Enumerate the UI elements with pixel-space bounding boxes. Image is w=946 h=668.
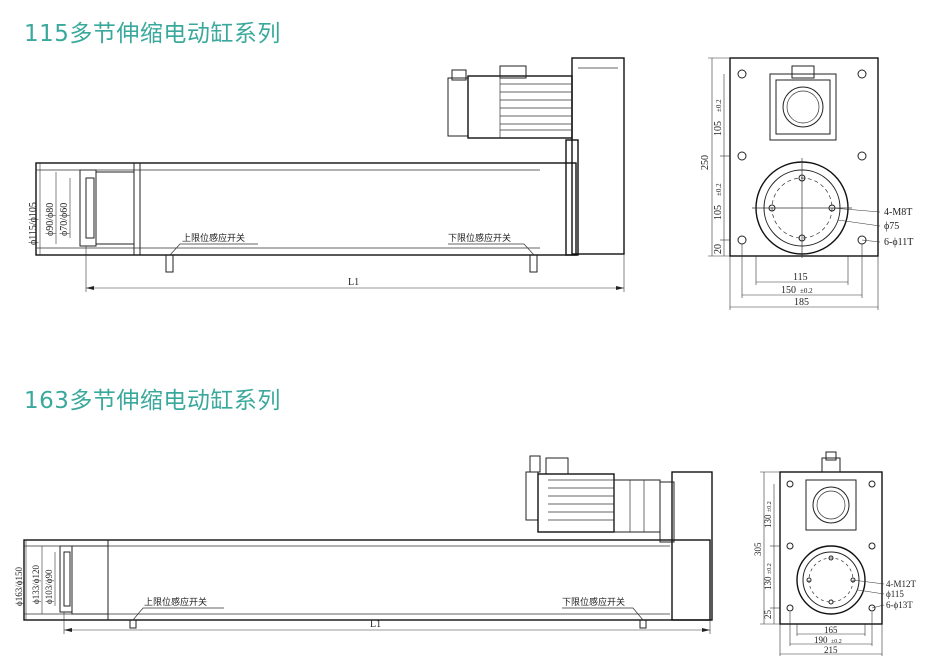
bottom-label-163: 25 (763, 610, 773, 620)
bottom-label-115: 20 (713, 244, 724, 254)
lower-pitch-label-115: 105 (713, 205, 724, 220)
upper-pitch-tol-115: ±0.2 (715, 99, 723, 112)
length-label-115: L1 (348, 277, 359, 288)
width3-label-163: 215 (824, 645, 838, 655)
diameter-outer-115: ϕ115/ϕ105 (28, 202, 39, 245)
height-label-115: 250 (700, 155, 711, 170)
lower-switch-label-163: 下限位感应开关 (562, 596, 625, 608)
diameter-inner2-163: ϕ103/ϕ90 (44, 569, 54, 604)
diameter-inner-163: ϕ133/ϕ120 (31, 565, 41, 604)
thread-label-163: 4-M12T (886, 579, 916, 589)
diameter-inner-115: ϕ90/ϕ80 (45, 203, 56, 236)
section-title-115: 115多节伸缩电动缸系列 (24, 21, 281, 47)
holes-label-163: 6-ϕ13T (886, 600, 913, 610)
upper-switch-label-115: 上限位感应开关 (182, 232, 245, 244)
pcd-label-115: ϕ75 (884, 221, 899, 232)
thread-label-115: 4-M8T (884, 207, 912, 218)
length-label-163: L1 (370, 619, 381, 630)
front-view-163: 4-M12T ϕ115 6-ϕ13T 305 130 ±0.2 130 ±0.2… (753, 451, 916, 656)
lower-switch-label-115: 下限位感应开关 (448, 232, 511, 244)
lower-pitch-tol-115: ±0.2 (715, 183, 723, 196)
width2-tol-163: ±0.2 (831, 639, 842, 645)
height-label-163: 305 (753, 542, 763, 556)
width2-label-163: 190 (814, 635, 828, 645)
holes-label-115: 6-ϕ11T (884, 237, 913, 248)
side-view-163: ϕ163/ϕ150 ϕ133/ϕ120 ϕ103/ϕ90 上限位感应开关 下限位… (14, 455, 713, 634)
width1-label-115: 115 (793, 272, 808, 283)
diameter-outer-163: ϕ163/ϕ150 (14, 567, 24, 606)
lower-pitch-label-163: 130 (763, 576, 773, 590)
section-title-163: 163多节伸缩电动缸系列 (24, 388, 281, 414)
width2-tol-115: ±0.2 (800, 287, 813, 295)
upper-pitch-label-115: 105 (713, 121, 724, 136)
width2-label-115: 150 (781, 285, 796, 296)
lower-pitch-tol-163: ±0.2 (767, 563, 773, 574)
front-view-115: 4-M8T ϕ75 6-ϕ11T 250 105 ±0.2 105 ±0.2 2… (700, 57, 913, 310)
diameter-inner2-115: ϕ70/ϕ60 (59, 203, 70, 236)
width1-label-163: 165 (824, 625, 838, 635)
upper-switch-label-163: 上限位感应开关 (144, 596, 207, 608)
side-diameters-115: ϕ115/ϕ105 ϕ90/ϕ80 ϕ70/ϕ60 (28, 202, 70, 245)
upper-pitch-tol-163: ±0.2 (767, 501, 773, 512)
pcd-label-163: ϕ115 (886, 589, 904, 599)
side-view-115: ϕ115/ϕ105 ϕ90/ϕ80 ϕ70/ϕ60 上限位感应开关 下限位感应开… (28, 57, 625, 292)
upper-pitch-label-163: 130 (763, 514, 773, 528)
width3-label-115: 185 (794, 297, 809, 308)
